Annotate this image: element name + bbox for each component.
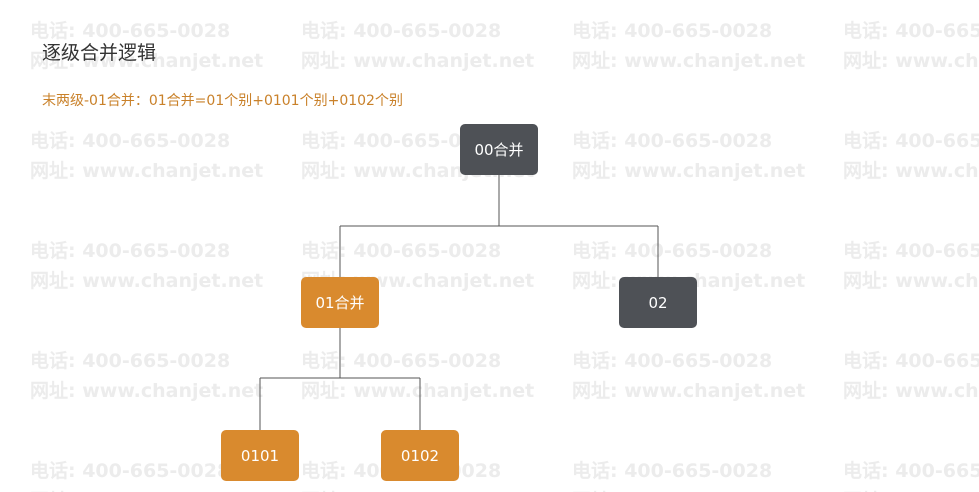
node-02[interactable]: 02 (619, 277, 697, 328)
watermark-site: 网址: www.chanjet.net (572, 380, 806, 402)
watermark-site: 网址: www.chanjet.net (30, 486, 263, 492)
watermark-site: 网址: www.chanjet.net (843, 486, 979, 492)
watermark-phone: 电话: 400-665-0028 (30, 350, 231, 372)
node-0101[interactable]: 0101 (221, 430, 299, 481)
watermark-phone: 电话: 400-665-0028 (301, 130, 502, 152)
watermark-phone: 电话: 400-665-0028 (30, 20, 231, 42)
watermark-site: 网址: www.chanjet.net (30, 270, 264, 292)
watermark-phone: 电话: 400-665-0028 (572, 130, 773, 152)
watermark-phone: 电话: 400-665-0028 (30, 460, 231, 482)
watermark-phone: 电话: 400-665-0028 (843, 130, 979, 152)
watermark-site: 网址: www.chanjet.net (572, 50, 806, 72)
watermark-phone: 电话: 400-665-0028 (30, 130, 231, 152)
watermark-phone: 电话: 400-665-0028 (301, 350, 502, 372)
watermark-site: 网址: www.chanjet.net (843, 50, 979, 72)
watermark-site: 网址: www.chanjet.net (301, 486, 534, 492)
watermark-phone: 电话: 400-665-0028 (843, 460, 979, 482)
watermark-phone: 电话: 400-665-0028 (301, 240, 502, 262)
merge-formula-note: 末两级-01合并：01合并=01个别+0101个别+0102个别 (42, 93, 403, 109)
watermark-phone: 电话: 400-665-0028 (30, 240, 231, 262)
watermark-phone: 电话: 400-665-0028 (843, 350, 979, 372)
watermark-site: 网址: www.chanjet.net (843, 380, 979, 402)
watermark-site: 网址: www.chanjet.net (30, 50, 264, 72)
watermark-site: 网址: www.chanjet.net (301, 50, 535, 72)
watermark-site: 网址: www.chanjet.net (843, 160, 979, 182)
watermark-phone: 电话: 400-665-0028 (572, 20, 773, 42)
node-0102[interactable]: 0102 (381, 430, 459, 481)
watermark-phone: 电话: 400-665-0028 (572, 350, 773, 372)
watermark-site: 网址: www.chanjet.net (30, 160, 264, 182)
watermark-phone: 电话: 400-665-0028 (572, 240, 773, 262)
node-00-merge[interactable]: 00合并 (460, 124, 538, 175)
node-01-merge[interactable]: 01合并 (301, 277, 379, 328)
watermark-phone: 电话: 400-665-0028 (572, 460, 773, 482)
watermark-site: 网址: www.chanjet.net (30, 380, 264, 402)
watermark-site: 网址: www.chanjet.net (572, 160, 806, 182)
page-title: 逐级合并逻辑 (42, 42, 157, 64)
watermark-phone: 电话: 400-665-0028 (301, 20, 502, 42)
watermark-phone: 电话: 400-665-0028 (843, 240, 979, 262)
watermark-phone: 电话: 400-665-0028 (843, 20, 979, 42)
watermark-site: 网址: www.chanjet.net (301, 380, 535, 402)
watermark-site: 网址: www.chanjet.net (843, 270, 979, 292)
watermark-site: 网址: www.chanjet.net (572, 486, 805, 492)
